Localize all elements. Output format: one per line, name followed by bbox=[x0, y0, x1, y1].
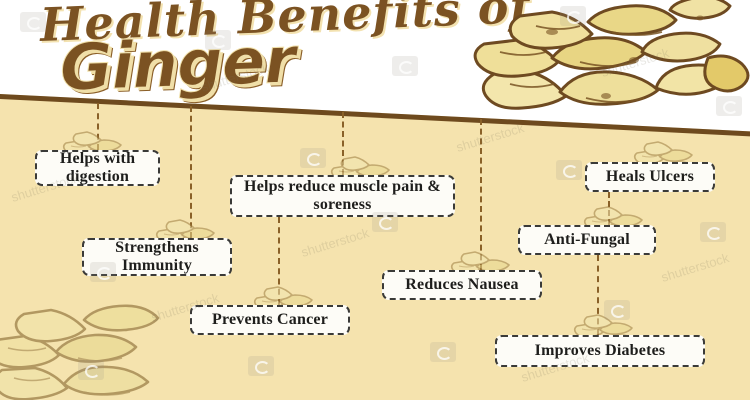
benefit-label: Improves Diabetes bbox=[534, 342, 666, 359]
connector-fungal-to-diabetes bbox=[597, 255, 599, 335]
ginger-root-illustration-hero bbox=[473, 0, 750, 110]
benefit-box-helps-reduce-muscle-pain-soreness[interactable]: Helps reduce muscle pain & soreness bbox=[230, 175, 455, 217]
benefit-label: Strengthens Immunity bbox=[115, 239, 199, 274]
benefit-label: Anti-Fungal bbox=[544, 231, 630, 248]
benefit-box-heals-ulcers[interactable]: Heals Ulcers bbox=[585, 162, 715, 192]
connector-trunk-left bbox=[97, 103, 99, 150]
benefit-box-reduces-nausea[interactable]: Reduces Nausea bbox=[382, 270, 542, 300]
connector-trunk-center bbox=[342, 112, 344, 175]
benefit-label: Helps with digestion bbox=[59, 150, 136, 185]
benefit-label: Prevents Cancer bbox=[212, 311, 328, 328]
benefit-box-helps-with-digestion[interactable]: Helps with digestion bbox=[35, 150, 160, 186]
benefit-label: Heals Ulcers bbox=[605, 168, 695, 185]
connector-muscle-to-cancer bbox=[278, 217, 280, 305]
page-title-main: Ginger bbox=[58, 23, 296, 106]
connector-trunk-right bbox=[480, 119, 482, 270]
benefit-label: Helps reduce muscle pain & soreness bbox=[244, 178, 441, 213]
ginger-root-illustration-corner bbox=[0, 304, 160, 400]
benefit-box-prevents-cancer[interactable]: Prevents Cancer bbox=[190, 305, 350, 335]
benefit-box-strengthens-immunity[interactable]: Strengthens Immunity bbox=[82, 238, 232, 276]
benefit-box-improves-diabetes[interactable]: Improves Diabetes bbox=[495, 335, 705, 367]
benefit-box-anti-fungal[interactable]: Anti-Fungal bbox=[518, 225, 656, 255]
benefit-label: Reduces Nausea bbox=[405, 276, 519, 293]
connector-digestion-to-immunity bbox=[190, 106, 192, 238]
